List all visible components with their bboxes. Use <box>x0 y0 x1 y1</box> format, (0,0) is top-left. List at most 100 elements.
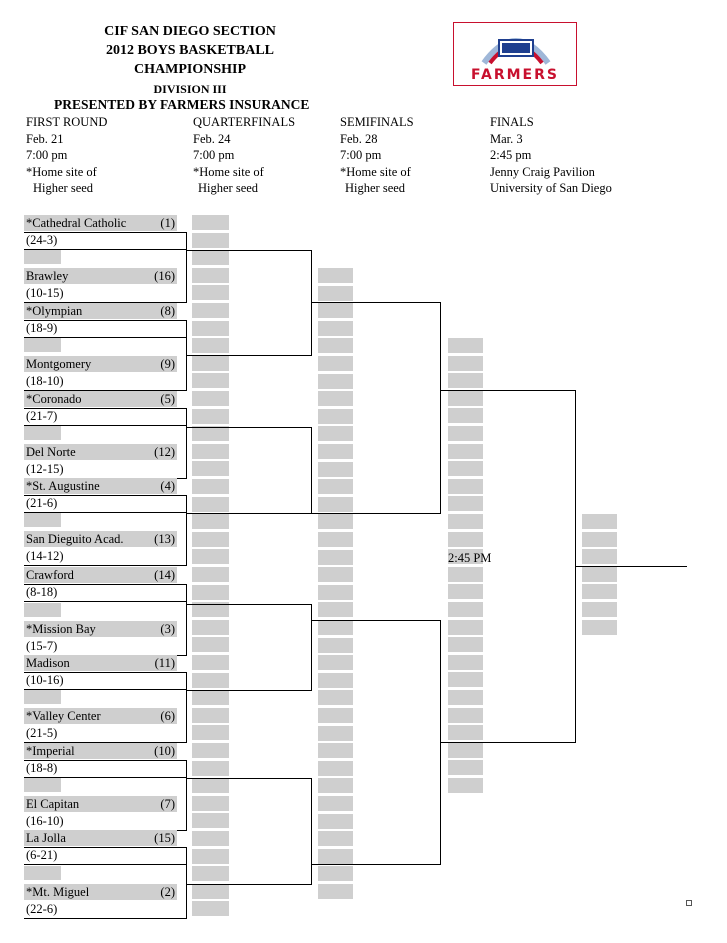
sf-cell <box>318 303 353 318</box>
record-text: (10-15) <box>26 286 64 300</box>
record-text: (14-12) <box>26 549 64 563</box>
team-name: La Jolla <box>26 831 66 845</box>
record-text: (21-5) <box>26 726 58 740</box>
team-slot: *Mt. Miguel(2) <box>24 884 177 900</box>
team-record: (22-6) <box>24 901 177 917</box>
team-name: *Mt. Miguel <box>26 885 90 899</box>
sf-cell <box>318 761 353 776</box>
team-slot: *Olympian(8) <box>24 303 177 319</box>
sf-cell <box>318 638 353 653</box>
sf-cell <box>318 321 353 336</box>
bracket-line <box>311 864 441 865</box>
team-record: (15-7) <box>24 638 177 654</box>
final-cell <box>448 690 483 705</box>
qf-cell <box>192 409 229 424</box>
final-cell <box>448 391 483 406</box>
team-name: San Dieguito Acad. <box>26 532 124 546</box>
bracket-line <box>24 408 187 409</box>
qf-cell <box>192 356 229 371</box>
team-record: (14-12) <box>24 548 177 564</box>
qf-cell <box>192 338 229 353</box>
team-seed: (11) <box>154 656 175 670</box>
team-name: Madison <box>26 656 70 670</box>
final-cell <box>448 778 483 793</box>
team-seed: (9) <box>160 357 175 371</box>
qf-cell <box>192 461 229 476</box>
sf-cell <box>318 268 353 283</box>
presented-by: PRESENTED BY FARMERS INSURANCE <box>54 97 310 112</box>
team-record: (10-15) <box>24 285 177 301</box>
record-text: (10-16) <box>26 673 64 687</box>
sf-cell <box>318 444 353 459</box>
bracket-connector <box>311 604 312 690</box>
team-seed: (3) <box>160 622 175 636</box>
team-seed: (15) <box>154 831 175 845</box>
record-text: (12-15) <box>26 462 64 476</box>
team-name: *Olympian <box>26 304 83 318</box>
team-seed: (14) <box>154 568 175 582</box>
sf-cell <box>318 690 353 705</box>
sf-cell <box>318 497 353 512</box>
final-cell <box>448 549 483 564</box>
spacer-cell <box>24 866 61 880</box>
bracket-line <box>186 427 312 428</box>
bracket-line <box>24 584 187 585</box>
team-record: (18-9) <box>24 320 177 336</box>
sf-cell <box>318 550 353 565</box>
bracket-line <box>24 495 187 496</box>
final-cell <box>448 672 483 687</box>
team-seed: (10) <box>154 744 175 758</box>
spacer-cell <box>24 690 61 704</box>
final-cell <box>448 725 483 740</box>
team-name: El Capitan <box>26 797 80 811</box>
sf-cell <box>318 884 353 899</box>
qf-cell <box>192 514 229 529</box>
qf-cell <box>192 761 229 776</box>
bracket-line <box>440 390 576 391</box>
qf-cell <box>192 831 229 846</box>
bracket-line <box>24 425 187 426</box>
spacer-cell <box>24 778 61 792</box>
bracket-line <box>575 566 687 567</box>
bracket-line <box>311 513 441 514</box>
qf-cell <box>192 620 229 635</box>
final-cell <box>448 444 483 459</box>
team-record: (8-18) <box>24 584 177 600</box>
final-cell <box>448 356 483 371</box>
qf-cell <box>192 884 229 899</box>
title-line-3: CHAMPIONSHIP <box>134 62 246 77</box>
bracket-line <box>186 690 312 691</box>
team-seed: (12) <box>154 445 175 459</box>
bracket-connector <box>311 427 312 513</box>
sf-cell <box>318 356 353 371</box>
bracket-line <box>440 742 576 743</box>
bracket-line <box>186 884 312 885</box>
bracket-line <box>24 249 187 250</box>
record-text: (16-10) <box>26 814 64 828</box>
team-name: Montgomery <box>26 357 92 371</box>
team-seed: (6) <box>160 709 175 723</box>
sf-cell <box>318 796 353 811</box>
bracket-line <box>186 250 312 251</box>
final-cell <box>448 637 483 652</box>
team-slot: Crawford(14) <box>24 567 177 583</box>
qf-cell <box>192 303 229 318</box>
team-seed: (13) <box>154 532 175 546</box>
team-seed: (16) <box>154 269 175 283</box>
final-time-label: 2:45 PM <box>448 551 492 565</box>
qf-cell <box>192 373 229 388</box>
bracket-connector <box>440 302 441 513</box>
sf-cell <box>318 514 353 529</box>
record-text: (18-10) <box>26 374 64 388</box>
bracket-line <box>24 337 187 338</box>
qf-cell <box>192 321 229 336</box>
team-name: Del Norte <box>26 445 76 459</box>
spacer-cell <box>24 338 61 352</box>
qf-cell <box>192 497 229 512</box>
qf-cell <box>192 567 229 582</box>
farmers-logo: FARMERS <box>453 22 577 86</box>
qf-cell <box>192 796 229 811</box>
